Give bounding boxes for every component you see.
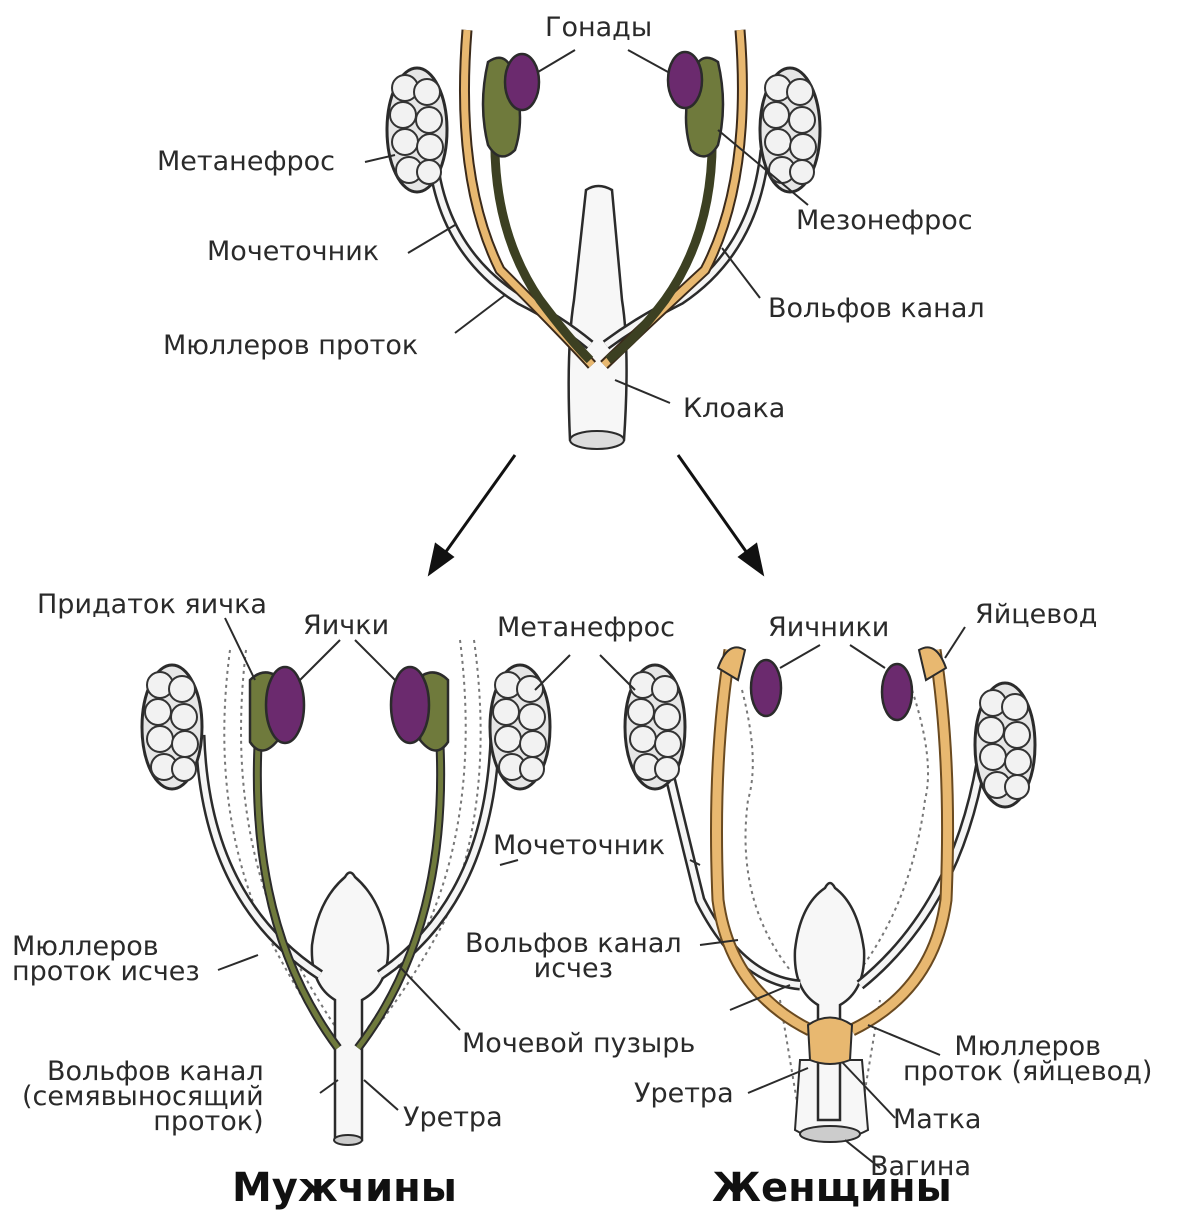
label-ureter-bottom: Мочеточник (493, 832, 665, 859)
ovary-right (882, 664, 912, 720)
ovary-left (751, 660, 781, 716)
testis-right (391, 667, 429, 743)
label-ureter-top: Мочеточник (207, 238, 379, 265)
gonad-right (668, 52, 702, 108)
label-ovaries: Яичники (768, 614, 889, 641)
caption-female: Женщины (712, 1165, 952, 1211)
label-wolffian-gone: Вольфов канал исчез (465, 932, 682, 982)
arrow-down-icons (430, 455, 762, 573)
label-oviduct: Яйцевод (975, 601, 1097, 628)
label-urethra-male: Уретра (403, 1104, 503, 1131)
label-uterus: Матка (893, 1106, 981, 1133)
label-mullerian-oviduct: Мюллеров проток (яйцевод) (903, 1035, 1152, 1085)
label-metanephros-bottom: Метанефрос (497, 614, 675, 641)
label-wolffian-vas: Вольфов канал (семявыносящий проток) (22, 1060, 264, 1134)
label-metanephros-top: Метанефрос (157, 148, 335, 175)
label-mullerian-gone: Мюллеров проток исчез (12, 935, 200, 985)
label-testes: Яички (303, 612, 389, 639)
cloaca-shape (569, 186, 627, 448)
label-bladder: Мочевой пузырь (462, 1030, 695, 1057)
gonad-left (505, 54, 539, 110)
label-mesonephros: Мезонефрос (796, 207, 973, 234)
top-embryo (387, 30, 820, 449)
label-cloaca: Клоака (683, 395, 785, 422)
caption-male: Мужчины (232, 1165, 457, 1211)
testis-left (266, 667, 304, 743)
label-gonads: Гонады (545, 14, 652, 41)
label-wolffian-duct: Вольфов канал (768, 295, 985, 322)
label-mullerian-duct: Мюллеров проток (163, 332, 418, 359)
uterus-shape (808, 1018, 852, 1065)
label-urethra-female: Уретра (634, 1080, 734, 1107)
label-epididymis: Придаток яичка (37, 591, 267, 618)
